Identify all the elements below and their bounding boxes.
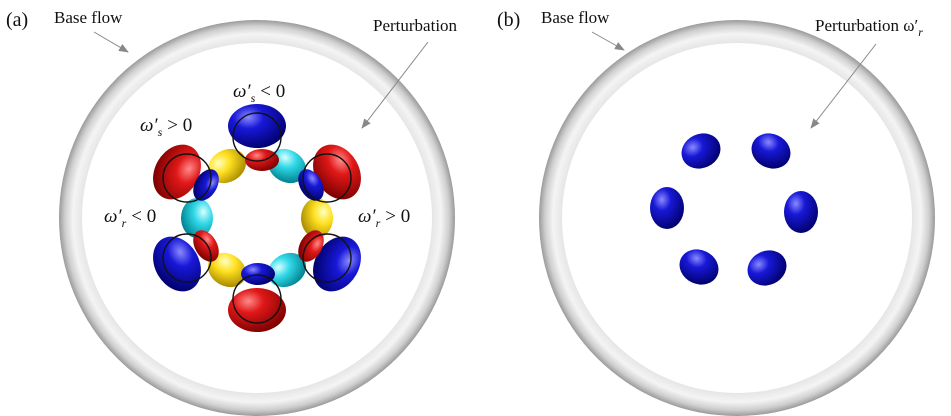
annotation-ws-gt-0: ω′s> 0 <box>140 115 192 139</box>
lobe-red <box>313 144 361 200</box>
panel-b: (b) Base flow Perturbation ω′r <box>497 8 935 416</box>
perturbation-label-a: Perturbation <box>373 16 458 35</box>
lobe-blue <box>313 236 361 292</box>
perturbation-label-b: Perturbation ω′r <box>815 16 923 39</box>
blob-blue <box>751 133 791 169</box>
blob-blue <box>747 250 787 286</box>
inner-lobe-blue <box>241 263 275 285</box>
perturbation-structures-b <box>650 133 818 286</box>
base-flow-label-b: Base flow <box>541 8 610 27</box>
lobe-red <box>153 144 201 200</box>
segment-cyan <box>181 198 213 238</box>
blob-blue <box>681 133 721 169</box>
segment-yellow <box>301 198 333 238</box>
annotation-ws-lt-0: ω′s< 0 <box>233 81 285 105</box>
lobe-red <box>228 288 286 332</box>
marker-circle <box>232 112 282 162</box>
base-flow-arrow-a <box>93 31 129 53</box>
inner-lobe-blue <box>298 169 324 201</box>
marker-circle <box>302 233 352 283</box>
perturbation-arrow-b <box>810 43 877 129</box>
inner-lobe-blue <box>193 169 219 201</box>
segment-cyan <box>267 252 307 288</box>
blob-blue <box>784 191 818 233</box>
segment-yellow <box>207 252 247 288</box>
marker-circle <box>162 153 212 203</box>
annotation-wr-lt-0: ω′r< 0 <box>104 206 156 230</box>
marker-circle <box>302 153 352 203</box>
base-flow-label-a: Base flow <box>54 8 123 27</box>
perturbation-arrow-a <box>361 41 429 129</box>
marker-circle <box>232 274 282 324</box>
panel-a: (a) Base flow Perturbation ω′s< 0 ω′s> 0… <box>6 8 458 416</box>
base-flow-ring-a <box>59 20 455 416</box>
lobe-blue <box>153 236 201 292</box>
base-flow-ring-b <box>539 20 935 416</box>
panel-label-a: (a) <box>6 9 28 31</box>
panel-label-b: (b) <box>497 9 520 31</box>
annotation-wr-gt-0: ω′r> 0 <box>358 206 410 230</box>
lobe-blue <box>228 104 286 148</box>
base-flow-arrow-b <box>591 31 625 51</box>
inner-lobe-red <box>298 230 324 262</box>
blob-blue <box>650 187 684 229</box>
perturbation-structures-a <box>153 104 361 332</box>
marker-circle <box>162 233 212 283</box>
blob-blue <box>679 249 719 285</box>
